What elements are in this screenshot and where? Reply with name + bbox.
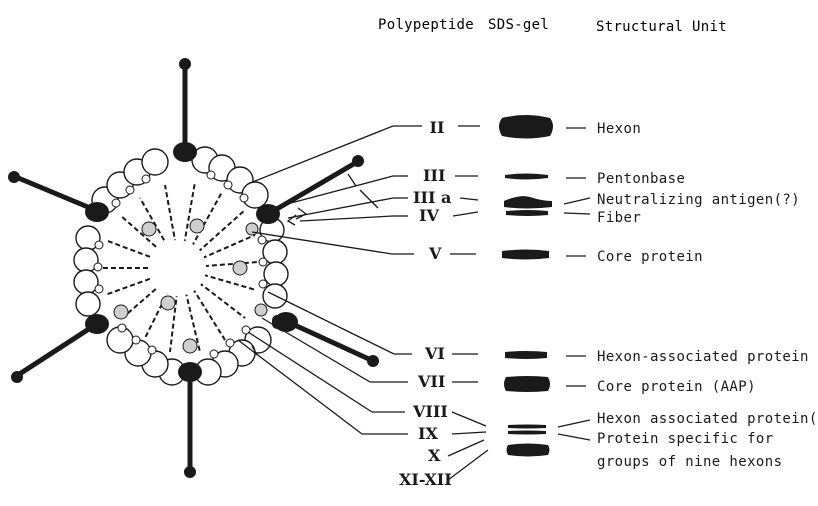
unit-protein-specific-line1: Protein specific for: [597, 431, 774, 447]
header-polypeptide: Polypeptide: [378, 17, 474, 33]
gel-band-III: [505, 174, 548, 180]
polypeptide-VII: VII: [417, 372, 445, 391]
unit-hexon-associated-protein: Hexon-associated protein: [597, 349, 809, 365]
polypeptide-X: X: [428, 446, 441, 465]
unit-fiber: Fiber: [597, 210, 641, 226]
polypeptide-IV: IV: [419, 206, 439, 225]
unit-neutralizing-antigen: Neutralizing antigen(?): [597, 192, 800, 208]
polypeptide-XI-XII: XI-XII: [399, 470, 452, 489]
gel-band-X: [507, 444, 550, 457]
gel-band-IIIa: [504, 196, 552, 208]
virus-particle-drawing: [8, 58, 379, 478]
unit-core-protein-aap: Core protein (AAP): [597, 379, 756, 395]
unit-hexon: Hexon: [597, 121, 641, 137]
unit-protein-specific-line2: groups of nine hexons: [597, 454, 782, 470]
polypeptide-IIIa: III a: [413, 188, 451, 207]
polypeptide-VI: VI: [424, 344, 445, 363]
gel-band-VIII: [508, 425, 546, 429]
numeral-to-gel-lines: [448, 126, 488, 480]
gel-band-IX: [508, 431, 546, 435]
polypeptide-VIII: VIII: [412, 402, 448, 421]
gel-band-V: [502, 250, 549, 260]
unit-core-protein: Core protein: [597, 249, 703, 265]
polypeptide-V: V: [428, 244, 442, 263]
unit-pentonbase: Pentonbase: [597, 171, 685, 187]
gel-band-II: [499, 115, 553, 139]
header-sds-gel: SDS-gel: [488, 17, 549, 33]
structural-unit-labels: Hexon Pentonbase Neutralizing antigen(?)…: [597, 121, 818, 470]
polypeptide-III: III: [423, 166, 445, 185]
gel-band-IV: [506, 210, 548, 216]
polypeptide-II: II: [430, 118, 445, 137]
gel-to-unit-lines: [558, 128, 590, 440]
gel-band-VI: [505, 351, 547, 359]
polypeptide-IX: IX: [418, 424, 438, 443]
sds-gel-bands: [499, 115, 553, 457]
gel-band-VII: [504, 376, 550, 392]
header-structural-unit: Structural Unit: [596, 19, 727, 35]
unit-hexon-associated-protein-q: Hexon associated protein(?): [597, 411, 818, 427]
